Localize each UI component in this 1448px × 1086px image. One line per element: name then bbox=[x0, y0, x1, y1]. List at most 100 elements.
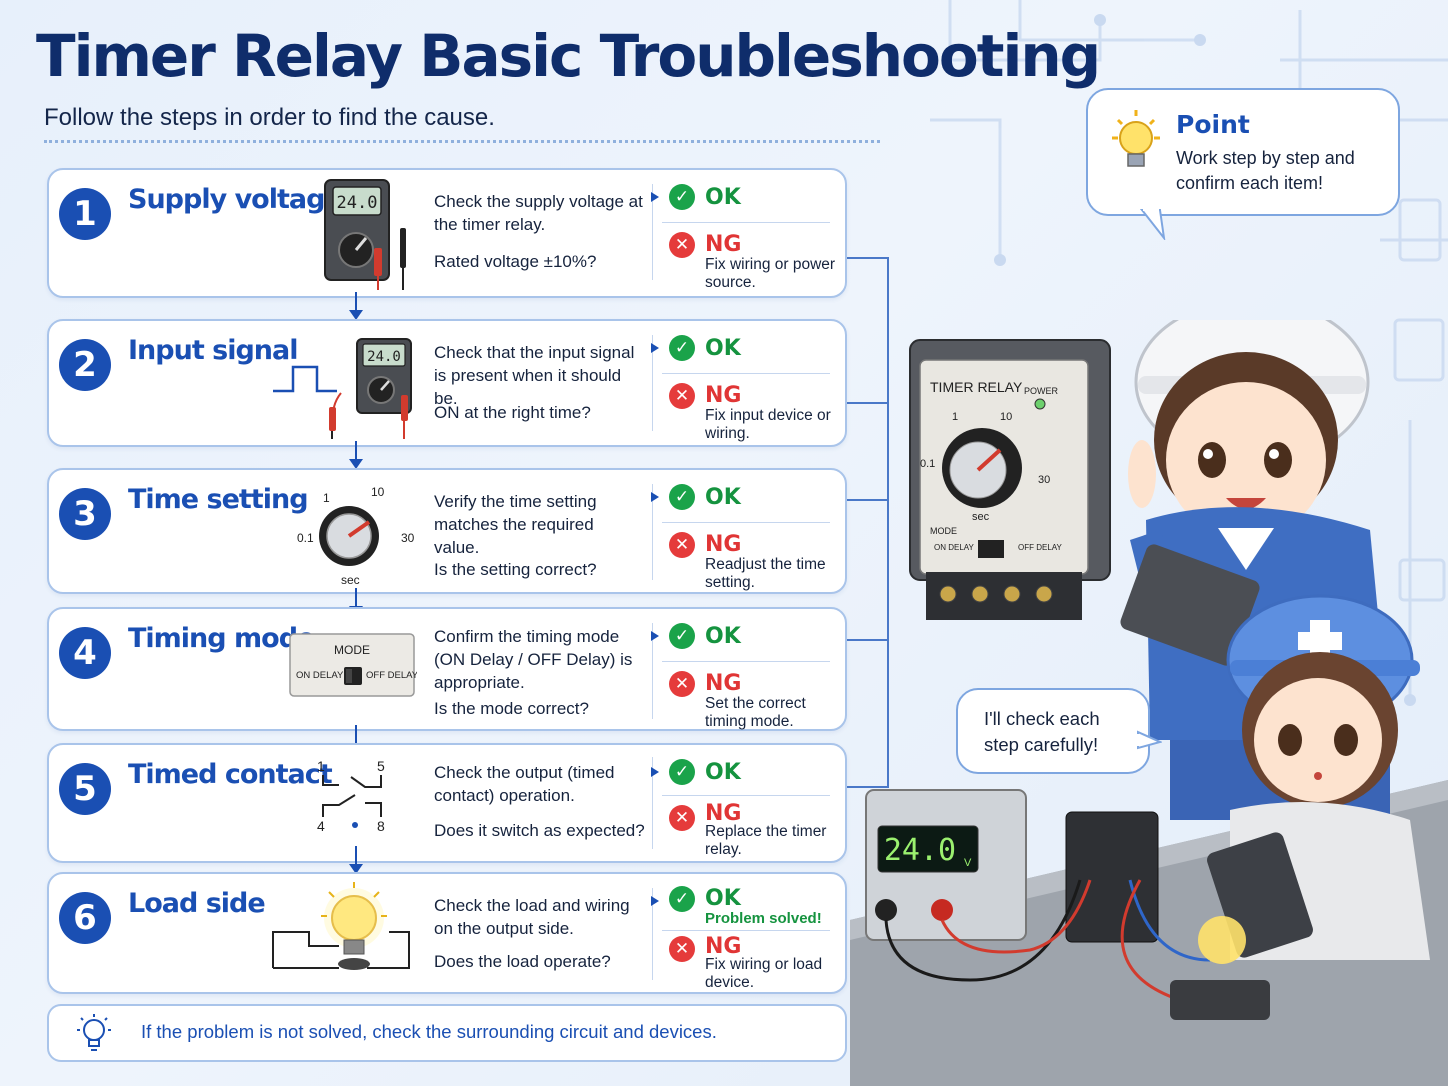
ok-arrow-icon bbox=[651, 492, 659, 502]
step-description: Check the load and wiring on the output … bbox=[434, 896, 630, 938]
step-title: Supply voltage bbox=[128, 184, 343, 215]
mode-switch-icon: MODE ON DELAY OFF DELAY bbox=[289, 633, 417, 697]
result-separator bbox=[662, 795, 830, 796]
cross-icon: ✕ bbox=[669, 671, 695, 697]
dial-label: 10 bbox=[371, 485, 385, 499]
relay-dial-label: 10 bbox=[1000, 411, 1012, 423]
relay-dial-label: 0.1 bbox=[920, 458, 935, 470]
speech-bubble: I'll check each step carefully! bbox=[956, 688, 1150, 774]
relay-title: TIMER RELAY bbox=[930, 379, 1023, 395]
relay-power-label: POWER bbox=[1024, 386, 1059, 396]
ng-action: Readjust the time setting. bbox=[705, 556, 826, 591]
relay-socket bbox=[1065, 811, 1159, 943]
contact-diagram-icon: 1 5 4 8 bbox=[317, 758, 385, 834]
lightbulb-icon bbox=[1112, 110, 1160, 167]
cross-icon: ✕ bbox=[669, 532, 695, 558]
ok-label: OK bbox=[705, 485, 741, 510]
relay-dial-label: 1 bbox=[952, 411, 958, 423]
meter-reading: 24.0 bbox=[367, 349, 401, 365]
cross-icon: ✕ bbox=[669, 383, 695, 409]
power-supply-unit: 24.0 V bbox=[865, 789, 1027, 941]
step-title: Timing mode bbox=[128, 623, 315, 654]
step-question: Rated voltage ±10%? bbox=[434, 252, 597, 271]
step-number-badge: 5 bbox=[59, 763, 111, 815]
point-bubble: Point Work step by step and confirm each… bbox=[1086, 88, 1400, 216]
result-divider bbox=[652, 335, 653, 431]
step-card-3: 3 Time setting 1 10 0.1 30 sec Verify th… bbox=[47, 468, 847, 594]
ok-label: OK bbox=[705, 336, 741, 361]
ng-label: NG bbox=[705, 532, 742, 557]
point-body: Work step by step and confirm each item! bbox=[1176, 148, 1355, 193]
mode-label: MODE bbox=[334, 643, 370, 657]
meter-reading: 24.0 bbox=[337, 193, 378, 213]
ok-arrow-icon bbox=[651, 631, 659, 641]
check-icon: ✓ bbox=[669, 759, 695, 785]
contact-terminal: 8 bbox=[377, 818, 385, 834]
result-separator bbox=[662, 930, 830, 931]
footer-text: If the problem is not solved, check the … bbox=[141, 1021, 717, 1042]
ok-label: OK bbox=[705, 760, 741, 785]
multimeter-icon: 24.0 bbox=[324, 179, 406, 290]
result-separator bbox=[662, 373, 830, 374]
step-description: Check the output (timed contact) operati… bbox=[434, 763, 615, 805]
step-card-2: 2 Input signal 24.0 Check that the input… bbox=[47, 319, 847, 447]
ng-label: NG bbox=[705, 934, 742, 959]
arrow-down-icon bbox=[349, 292, 363, 320]
result-divider bbox=[652, 888, 653, 980]
ng-label: NG bbox=[705, 383, 742, 408]
timer-relay-device: TIMER RELAY POWER 1 10 0.1 30 sec MODE O… bbox=[909, 339, 1111, 620]
step-question: Does it switch as expected? bbox=[434, 821, 645, 840]
relay-mode-label: MODE bbox=[930, 526, 957, 536]
step-number-badge: 2 bbox=[59, 339, 111, 391]
cross-icon: ✕ bbox=[669, 805, 695, 831]
dial-unit: sec bbox=[341, 573, 360, 586]
relay-dial-label: 30 bbox=[1038, 474, 1050, 486]
step-number-badge: 1 bbox=[59, 188, 111, 240]
point-title: Point bbox=[1176, 110, 1250, 139]
dial-label: 0.1 bbox=[297, 531, 314, 545]
step-title: Timed contact bbox=[128, 759, 333, 790]
step-description: Check the supply voltage at the timer re… bbox=[434, 192, 643, 234]
speech-bubble-tail bbox=[1136, 730, 1162, 750]
check-icon: ✓ bbox=[669, 184, 695, 210]
ok-note: Problem solved! bbox=[705, 910, 822, 927]
ok-arrow-icon bbox=[651, 767, 659, 777]
result-divider bbox=[652, 484, 653, 580]
workshop-scene: TIMER RELAY POWER 1 10 0.1 30 sec MODE O… bbox=[850, 320, 1448, 1086]
step-card-4: 4 Timing mode MODE ON DELAY OFF DELAY Co… bbox=[47, 607, 847, 731]
input-signal-meter-icon: 24.0 bbox=[273, 338, 412, 439]
contact-terminal: 1 bbox=[317, 758, 325, 774]
dotted-divider bbox=[44, 140, 880, 143]
ng-action: Fix input device or wiring. bbox=[705, 407, 831, 442]
bubble-tail bbox=[1140, 208, 1166, 240]
step-title: Load side bbox=[128, 888, 266, 919]
ng-label: NG bbox=[705, 232, 742, 257]
arrow-down-icon bbox=[349, 846, 363, 874]
ok-label: OK bbox=[705, 624, 741, 649]
result-separator bbox=[662, 222, 830, 223]
result-divider bbox=[652, 757, 653, 849]
dial-label: 1 bbox=[323, 491, 330, 505]
time-dial-icon: 1 10 0.1 30 sec bbox=[297, 485, 415, 586]
result-separator bbox=[662, 661, 830, 662]
result-divider bbox=[652, 184, 653, 280]
check-icon: ✓ bbox=[669, 886, 695, 912]
footer-note: If the problem is not solved, check the … bbox=[47, 1004, 847, 1062]
on-delay-label: ON DELAY bbox=[296, 670, 344, 681]
step-description: Confirm the timing mode (ON Delay / OFF … bbox=[434, 627, 633, 692]
step-description: Check that the input signal is present w… bbox=[434, 343, 635, 408]
step-title: Input signal bbox=[128, 335, 298, 366]
ng-action: Replace the timer relay. bbox=[705, 823, 827, 858]
result-divider bbox=[652, 623, 653, 719]
step-card-5: 5 Timed contact 1 5 4 8 Check the output… bbox=[47, 743, 847, 863]
off-delay-label: OFF DELAY bbox=[366, 670, 417, 681]
result-separator bbox=[662, 522, 830, 523]
step-number-badge: 3 bbox=[59, 488, 111, 540]
step-card-1: 1 Supply voltage 24.0 Check the supply v… bbox=[47, 168, 847, 298]
cross-icon: ✕ bbox=[669, 936, 695, 962]
step-card-6: 6 Load side Check the load and wiring on… bbox=[47, 872, 847, 994]
ng-action: Set the correct timing mode. bbox=[705, 695, 806, 730]
check-icon: ✓ bbox=[669, 484, 695, 510]
cross-icon: ✕ bbox=[669, 232, 695, 258]
relay-dial-unit: sec bbox=[972, 511, 990, 523]
